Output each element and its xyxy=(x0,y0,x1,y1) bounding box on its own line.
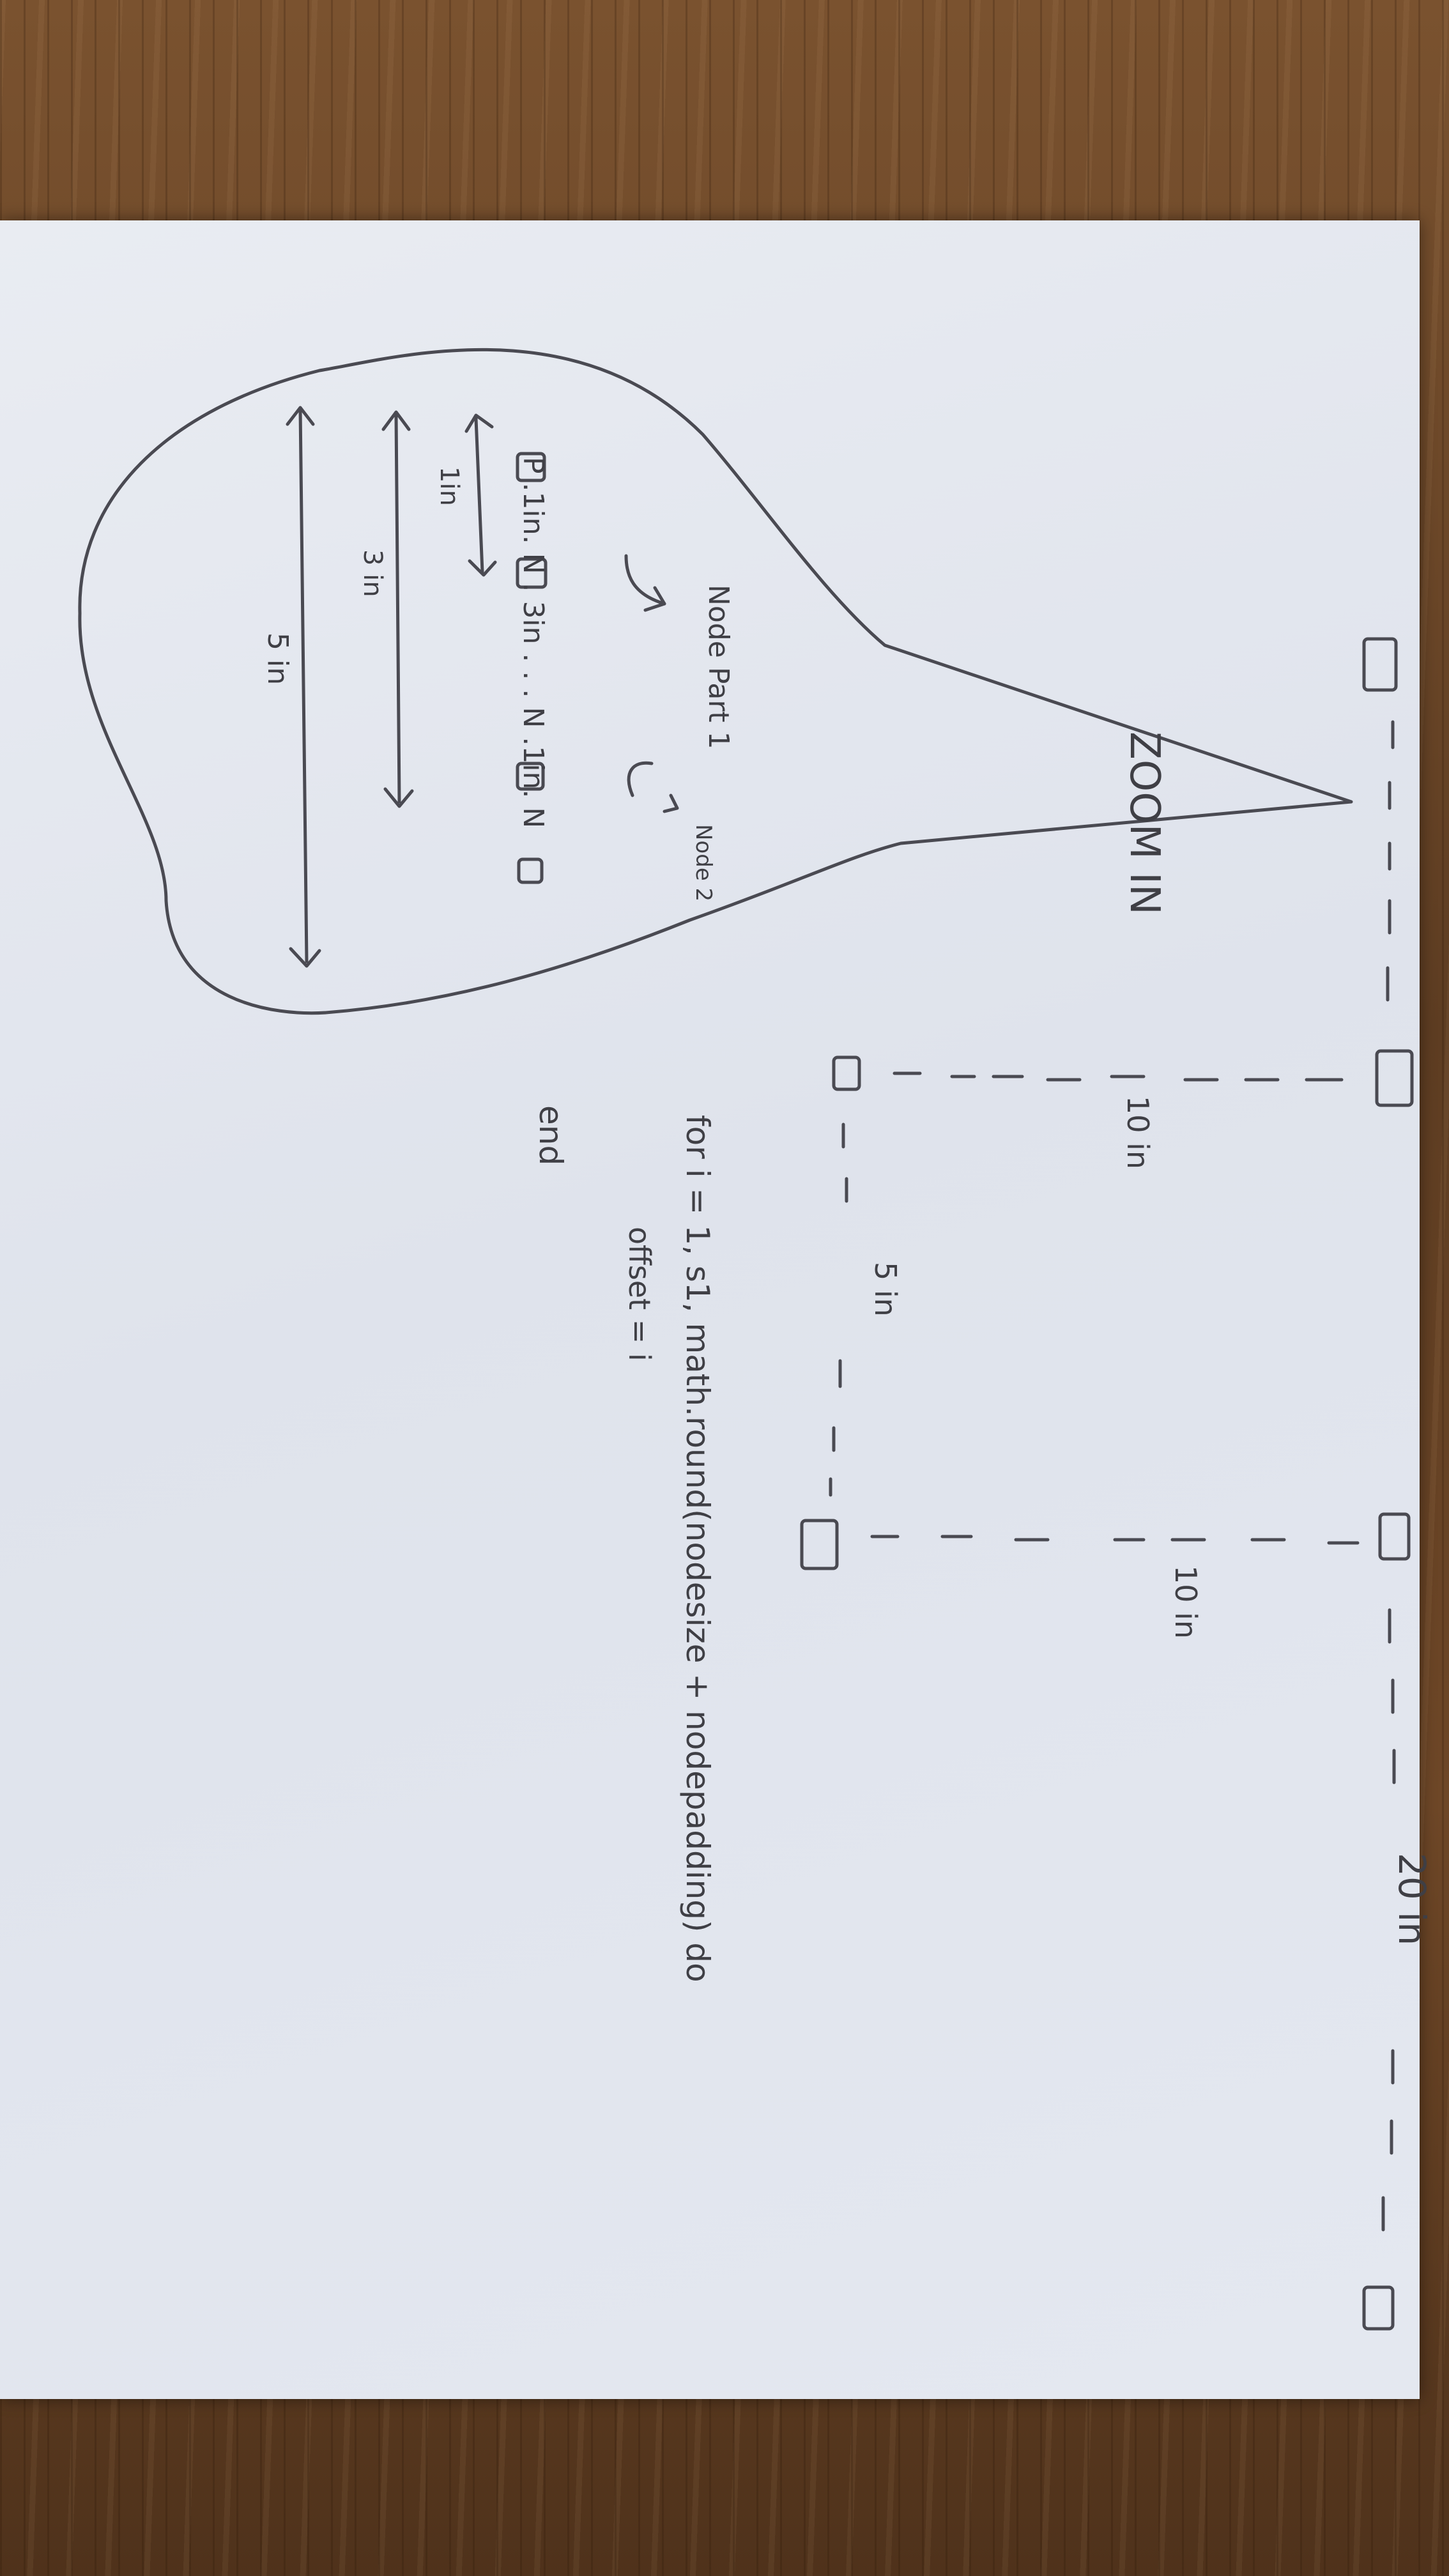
measure-5in-label: 5 in xyxy=(261,632,294,685)
node-box-n2 xyxy=(516,762,545,791)
measure-arrow-5in xyxy=(286,406,321,968)
zoom-speech-bubble xyxy=(78,348,1353,1015)
node-box-p xyxy=(516,452,546,482)
node-part-label: Node Part 1 xyxy=(702,585,735,749)
paper-sheet xyxy=(0,220,1420,2399)
label-5in: 5 in xyxy=(868,1262,903,1317)
lower-dashed-line xyxy=(829,1123,848,1497)
node-square-lower-right xyxy=(800,1519,839,1570)
label-10in-right: 10 in xyxy=(1169,1565,1203,1639)
node-part-arrow xyxy=(624,554,666,612)
code-line-offset: offset = i xyxy=(622,1227,657,1361)
measure-3in-label: 3 in xyxy=(358,549,387,597)
node-box-n3 xyxy=(517,857,544,884)
code-line-for: for i = 1, s1, math.round(nodesize + nod… xyxy=(679,1115,716,1982)
measure-arrow-3in xyxy=(381,410,414,808)
node2-arrow xyxy=(627,761,679,813)
node-square-lower-left xyxy=(832,1055,861,1091)
node-square-top-right xyxy=(1378,1512,1411,1561)
node-square-top-mid xyxy=(1375,1049,1414,1107)
label-20in: 20 in xyxy=(1390,1853,1434,1945)
code-line-end: end xyxy=(532,1105,569,1165)
vertical-dashed-connector-right xyxy=(870,1535,1360,1545)
measure-arrow-1in xyxy=(464,413,497,577)
node-square-top-left xyxy=(1362,637,1398,692)
top-dashed-line xyxy=(1381,720,1396,2232)
vertical-dashed-connector-left xyxy=(893,1071,1344,1082)
node-square-top-far-right xyxy=(1362,2285,1395,2331)
label-10in-left: 10 in xyxy=(1121,1096,1155,1169)
measure-1in-label: 1in xyxy=(434,466,464,506)
node2-label: Node 2 xyxy=(691,824,716,901)
node-sequence-text: P .1in. N . 3in . . . N .1in. N xyxy=(517,457,549,828)
node-box-n1 xyxy=(516,557,548,589)
zoom-in-label: ZOOM IN xyxy=(1121,732,1168,915)
